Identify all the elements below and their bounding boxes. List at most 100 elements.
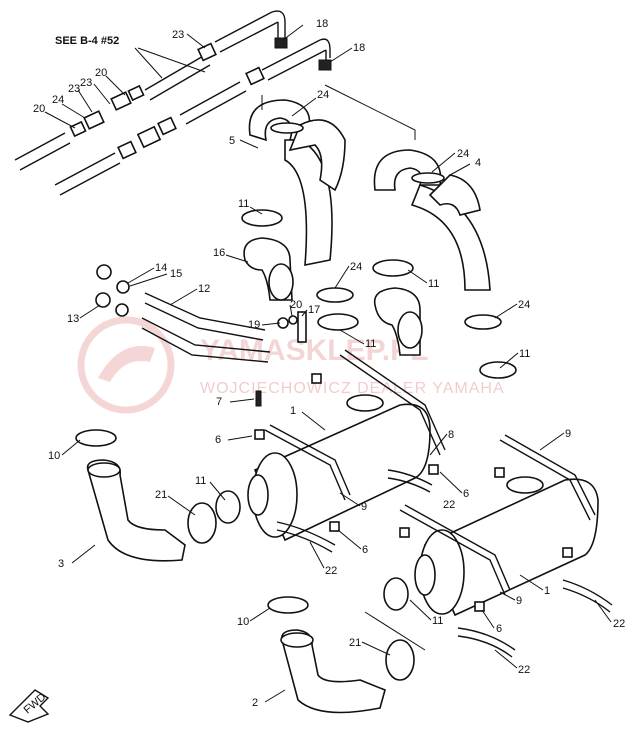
hose-12-a [144,292,266,341]
callout-23: 23 [172,29,184,41]
damper-6-c [428,464,439,475]
leaders-bottom [71,541,612,703]
hose-20-left [14,132,71,171]
mounting-bands [264,349,596,596]
leader-21-b [364,611,426,651]
callouts: 23 18 18 20 23 23 24 20 24 5 24 4 11 16 … [33,18,625,709]
callout-6: 6 [463,488,469,500]
clamp-11-b [372,259,414,277]
callout-1: 1 [544,585,550,597]
callout-24: 24 [52,94,64,106]
callout-16: 16 [213,247,225,259]
leaders-top [44,24,353,129]
clamp-11-d [479,361,517,379]
elbow-16-right-flange [397,311,423,349]
callout-9: 9 [361,501,367,513]
fwd-arrow: FWD [8,689,50,723]
clamp-11-a [241,209,283,227]
reference-note: SEE B-4 #52 [55,35,206,79]
fitting-lower-mid [136,125,162,149]
callout-24: 24 [317,89,329,101]
damper-6-e [399,527,410,538]
clamp-11-f [383,577,409,611]
callout-11: 11 [428,278,439,290]
fitting-23-mid [110,91,132,111]
leaders-upper [225,97,471,289]
clamp-24-c [316,287,354,303]
clamp-10-b [267,596,309,614]
callout-11: 11 [519,348,530,360]
callout-1: 1 [290,405,296,417]
joint-5-tube [288,119,346,192]
muffler-1-upper-outlet [247,474,269,516]
band-9-a [264,424,351,501]
pipe-2 [280,629,386,714]
damper-22-d [562,579,613,613]
washer-20 [288,315,298,325]
callout-6: 6 [215,434,221,446]
callout-21: 21 [155,489,167,501]
coupler-21-b [385,639,415,681]
callout-17: 17 [308,304,320,316]
watermark-subtitle: WOJCIECHOWICZ DEALER YAMAHA [200,380,505,397]
callout-4: 4 [475,157,481,169]
watermark-logo-mark [98,346,155,382]
bolt-13 [95,292,111,308]
pipe-3-inlet [87,462,121,478]
callout-11: 11 [432,615,443,627]
small-fittings [95,264,307,407]
callout-18: 18 [316,18,328,30]
callout-24: 24 [518,299,530,311]
elbows-and-clamps [241,209,517,379]
fitting-lower-left [117,140,137,160]
fitting-23-top [197,42,217,62]
mufflers [247,394,599,617]
watermark: YAMASKLEP.PL WOJCIECHOWICZ DEALER YAMAHA [77,316,505,414]
callout-22: 22 [613,618,625,630]
callout-7: 7 [216,396,222,408]
washer-13 [115,303,129,317]
damper-6-g [311,373,322,384]
band-8 [339,349,446,456]
callout-24: 24 [350,261,362,273]
joint-5-body [284,139,333,266]
watermark-logo-ring [77,316,175,414]
callout-8: 8 [448,429,454,441]
hose-upper-left [144,54,211,101]
leader-18-to-4 [324,84,416,140]
callout-9: 9 [565,428,571,440]
hose-top [214,11,279,53]
fwd-arrow-icon [8,689,50,723]
washer-15 [116,280,130,294]
bolt-17 [297,311,307,343]
callout-20: 20 [290,299,302,311]
clamp-24-b [411,172,445,184]
callout-3: 3 [58,558,64,570]
callout-9: 9 [516,595,522,607]
callout-19: 19 [248,319,260,331]
callout-5: 5 [229,135,235,147]
callout-24: 24 [457,148,469,160]
bolt-14 [96,264,112,280]
fitting-23-left [69,120,87,138]
dampers [254,373,613,658]
callout-11: 11 [238,198,249,210]
muffler-1-upper-inlet [346,394,384,412]
joint-4-tube [428,174,481,216]
coupler-21-a [187,502,217,544]
damper-6-d [474,601,485,612]
callout-23: 23 [68,83,80,95]
damper-22-b [387,469,433,493]
callout-15: 15 [170,268,182,280]
leaders-mid [79,267,519,369]
callout-22: 22 [443,499,455,511]
fitting-lower-right [157,116,177,136]
clamp-24-d [464,314,502,330]
pipe-3 [86,459,186,562]
callout-10: 10 [237,616,249,628]
callout-18: 18 [353,42,365,54]
callout-23: 23 [80,77,92,89]
fitting-24-left [83,110,105,130]
joint-4-top [373,149,442,191]
